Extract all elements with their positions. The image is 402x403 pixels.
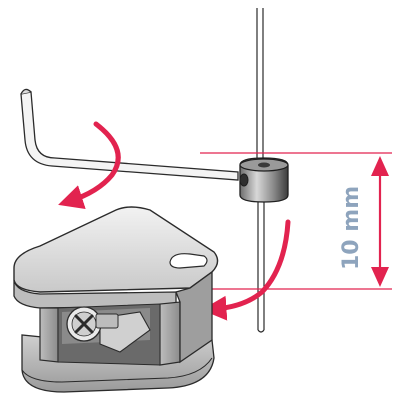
rotate-arrow-icon (58, 121, 121, 210)
dimension-arrow (371, 156, 389, 287)
vertical-rod (256, 8, 265, 333)
clamp-ring (239, 157, 289, 203)
insert-arrow-icon (201, 219, 291, 321)
connector-housing (13, 206, 219, 393)
screw-head-icon (66, 306, 119, 342)
dimension-label: 10 mm (339, 186, 364, 270)
dimension-guides (200, 152, 392, 290)
allen-key-icon (20, 88, 239, 181)
